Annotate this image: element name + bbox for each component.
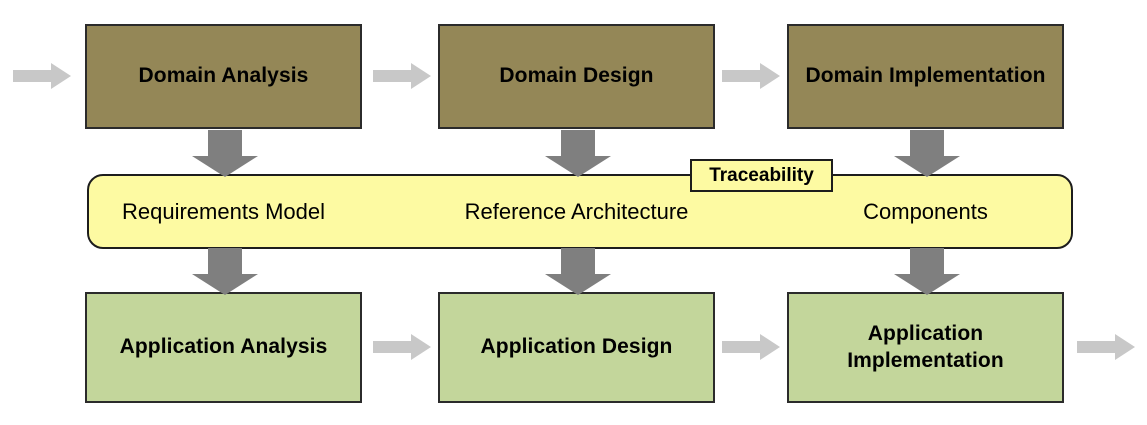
domain-analysis-to-requirements-arrow-icon: [192, 130, 258, 177]
application-analysis-box[interactable]: Application Analysis: [85, 292, 362, 403]
application-implementation-label: Application Implementation: [847, 322, 1004, 372]
application-design-label: Application Design: [480, 335, 673, 359]
domain-design-label: Domain Design: [499, 64, 654, 88]
domain-analysis-label: Domain Analysis: [138, 64, 309, 88]
application-analysis-label: Application Analysis: [119, 335, 328, 359]
components-to-application-implementation-arrow-icon: [894, 248, 960, 295]
traceability-tag[interactable]: Traceability: [690, 159, 833, 192]
domain-implementation-label: Domain Implementation: [805, 64, 1046, 88]
domain-design-to-implementation-arrow-icon: [722, 63, 780, 89]
domain-design-to-architecture-arrow-icon: [545, 130, 611, 177]
architecture-to-application-design-arrow-icon: [545, 248, 611, 295]
application-implementation-box[interactable]: Application Implementation: [787, 292, 1064, 403]
domain-analysis-box[interactable]: Domain Analysis: [85, 24, 362, 129]
domain-implementation-to-components-arrow-icon: [894, 130, 960, 177]
domain-design-box[interactable]: Domain Design: [438, 24, 715, 129]
domain-analysis-to-design-arrow-icon: [373, 63, 431, 89]
domain-implementation-box[interactable]: Domain Implementation: [787, 24, 1064, 129]
traceability-label: Traceability: [709, 164, 814, 186]
reference-architecture-label: Reference Architecture: [464, 199, 689, 224]
requirements-model-label: Requirements Model: [122, 199, 325, 224]
components-label: Components: [863, 199, 988, 224]
application-design-to-implementation-arrow-icon: [722, 334, 780, 360]
requirements-to-application-analysis-arrow-icon: [192, 248, 258, 295]
output-arrow-icon: [1077, 334, 1135, 360]
input-arrow-icon: [13, 63, 71, 89]
application-analysis-to-design-arrow-icon: [373, 334, 431, 360]
application-design-box[interactable]: Application Design: [438, 292, 715, 403]
